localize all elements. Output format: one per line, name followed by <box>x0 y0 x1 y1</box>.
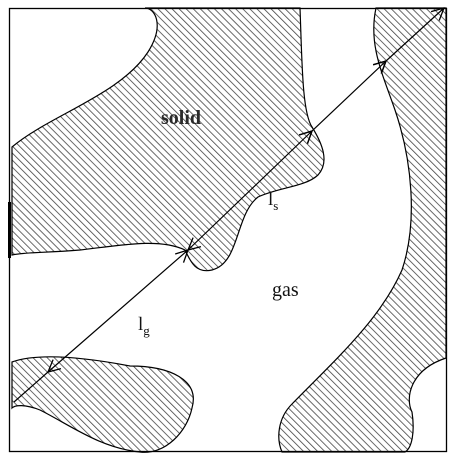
ls-label: ls <box>268 189 278 213</box>
solid-region-top <box>12 8 324 271</box>
lg-arrow-upper <box>312 61 386 131</box>
solid-region-bottom-left <box>12 357 193 453</box>
lg-label-subscript: g <box>143 323 150 338</box>
solid-label: solid <box>161 107 201 129</box>
ls-label-subscript: s <box>273 198 278 213</box>
solid-region-right <box>279 8 446 452</box>
gas-label: gas <box>272 279 299 301</box>
lg-label: lg <box>138 314 150 338</box>
lg-arrow <box>48 250 188 372</box>
